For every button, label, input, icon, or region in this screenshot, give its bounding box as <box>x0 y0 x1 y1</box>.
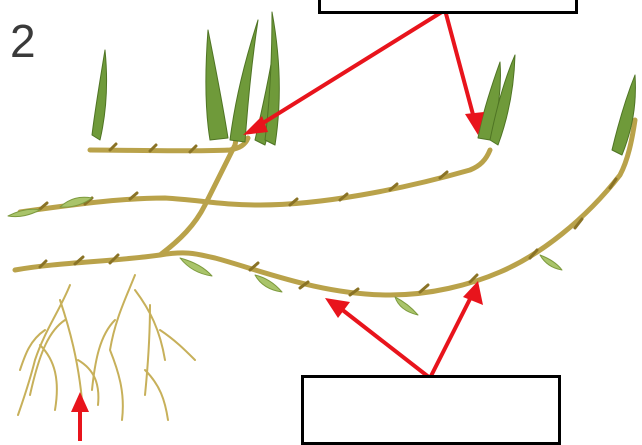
leaves <box>92 12 635 155</box>
label-box-top[interactable] <box>318 0 578 14</box>
figure-number: 2 <box>10 18 36 64</box>
stems <box>15 105 635 295</box>
label-box-bottom[interactable] <box>301 375 561 445</box>
arrow-line <box>430 295 472 378</box>
arrow-line <box>445 10 475 122</box>
arrow-head <box>71 392 89 412</box>
stem-nodes <box>40 144 616 295</box>
arrow-line <box>340 308 430 378</box>
roots <box>18 275 195 420</box>
arrow-line <box>255 10 445 128</box>
